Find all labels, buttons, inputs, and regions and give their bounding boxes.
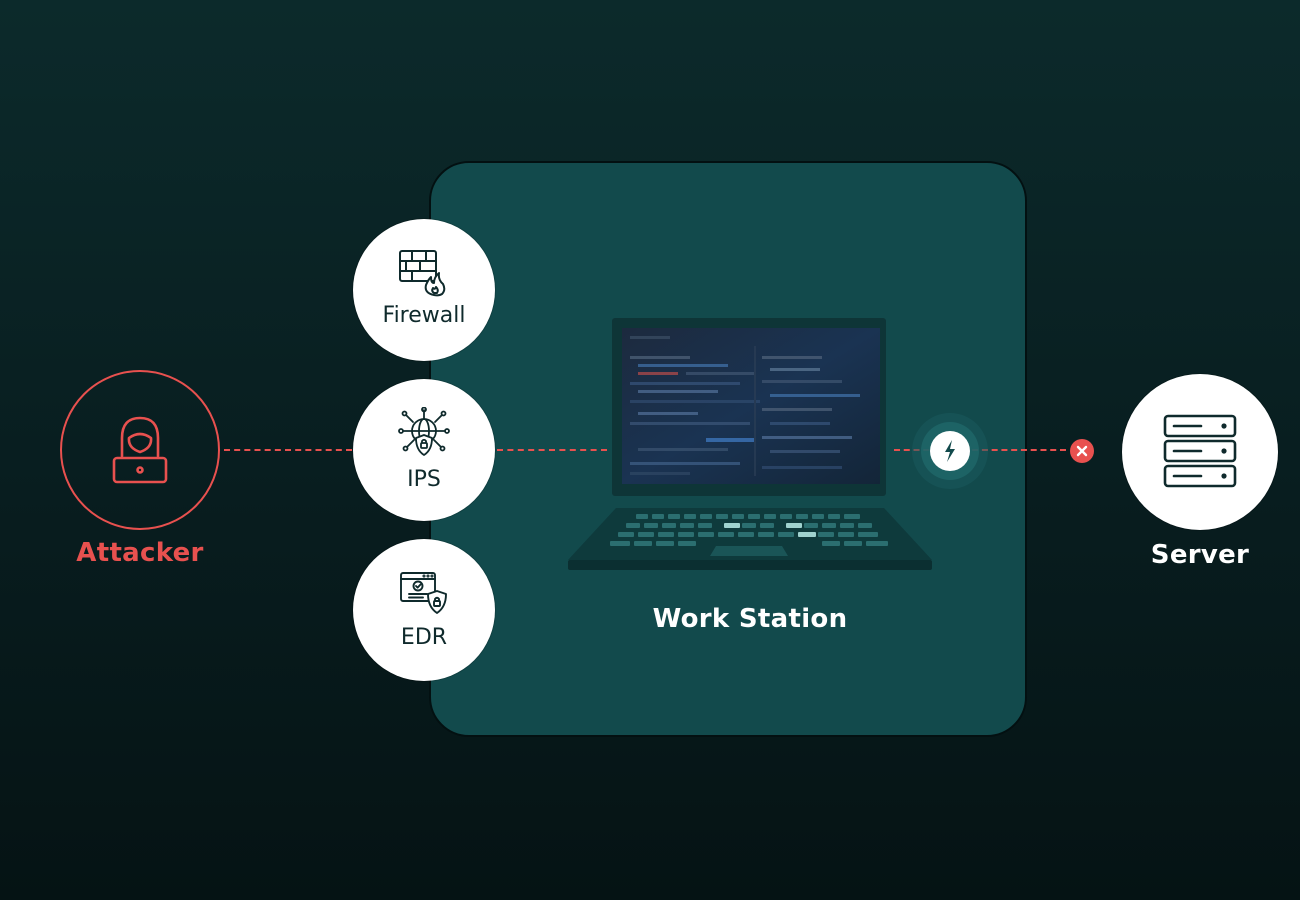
attacker-label: Attacker xyxy=(76,538,204,568)
firewall-label: Firewall xyxy=(382,303,466,328)
attack-path-line-ips-to-laptop xyxy=(497,449,607,451)
ips-label: IPS xyxy=(407,467,441,492)
network-globe-lock-shield-icon xyxy=(398,407,450,456)
laptop-icon xyxy=(568,318,932,570)
browser-window-check-lock-icon xyxy=(400,572,447,614)
attacker-node xyxy=(60,370,220,530)
firewall-node: Firewall xyxy=(353,219,495,361)
server-rack-icon xyxy=(1163,414,1237,488)
lightning-bolt-icon xyxy=(945,440,955,462)
edr-node: EDR xyxy=(353,539,495,681)
workstation-label: Work Station xyxy=(652,604,848,634)
close-x-icon xyxy=(1070,439,1094,463)
ips-node: IPS xyxy=(353,379,495,521)
server-node xyxy=(1122,374,1278,530)
firewall-brick-flame-icon xyxy=(399,250,446,297)
edr-label: EDR xyxy=(400,625,448,650)
hooded-hacker-laptop-icon xyxy=(112,416,168,484)
attack-path-line-attacker-to-ips xyxy=(224,449,352,451)
exploit-badge xyxy=(912,413,988,489)
server-label: Server xyxy=(1150,540,1250,570)
